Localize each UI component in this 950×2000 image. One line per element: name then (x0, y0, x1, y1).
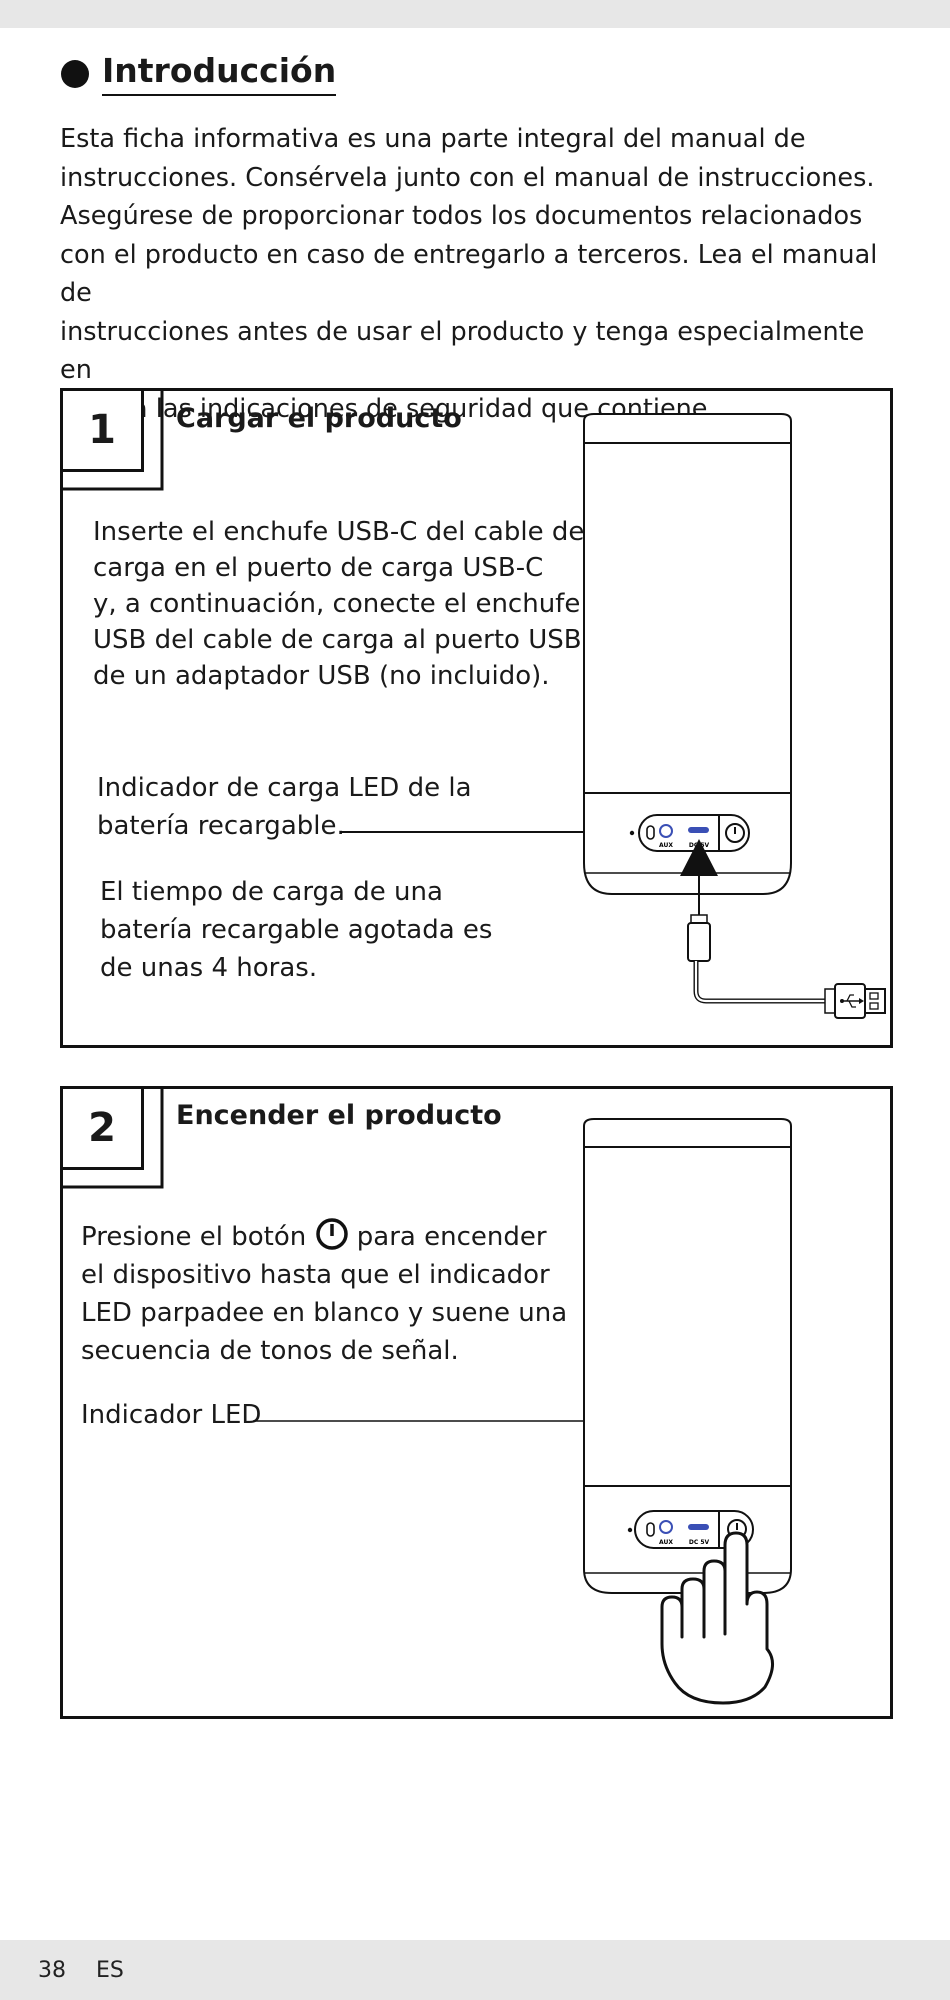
step-header-frame (63, 1089, 164, 1189)
port-aux-label: AUX (659, 842, 673, 849)
intro-line: instrucciones. Consérvela junto con el m… (60, 162, 875, 193)
usb-icon (840, 994, 864, 1008)
led-indicator-label: Indicador LED (81, 1400, 262, 1430)
speaker-power-illustration: AUX DC 5V (253, 1118, 792, 1705)
led-charge-label: Indicador de carga LED de la batería rec… (97, 773, 472, 841)
intro-line: Asegúrese de proporcionar todos los docu… (60, 201, 863, 231)
port-dc-label: DC 5V (689, 1539, 710, 1546)
intro-heading: Introducción (102, 50, 337, 96)
step-header-frame (63, 391, 164, 491)
instruction-line: y, a continuación, conecte el enchufe (93, 589, 581, 619)
top-bar (0, 0, 950, 28)
step-1-section: 1 Cargar el producto Inserte el enchufe … (60, 388, 893, 1048)
power-icon (725, 823, 745, 843)
port-aux-label: AUX (659, 1539, 673, 1546)
page-number: 38 (38, 1958, 66, 1983)
step-title: Encender el producto (176, 1100, 502, 1131)
page-footer: 38 ES (0, 1940, 950, 2000)
step-1-instructions: Inserte el enchufe USB-C del cable de ca… (93, 514, 613, 694)
charge-time-note: El tiempo de carga de una batería recarg… (100, 877, 493, 983)
instruction-line: Inserte el enchufe USB-C del cable de (93, 517, 585, 547)
instruction-line: USB del cable de carga al puerto USB (93, 625, 582, 655)
step-2-instructions: Presione el botón para encender el dispo… (81, 1217, 601, 1370)
speaker-charging-illustration: AUX DC 5V (340, 413, 886, 1019)
intro-paragraph: Esta ficha informativa es una parte inte… (60, 120, 890, 428)
step-title: Cargar el producto (176, 403, 462, 434)
intro-line: Esta ficha informativa es una parte inte… (60, 124, 806, 154)
language-code: ES (96, 1958, 124, 1983)
intro-line: con el producto en caso de entregarlo a … (60, 239, 878, 309)
intro-line: instrucciones antes de usar el producto … (60, 316, 865, 386)
power-icon (315, 1218, 348, 1250)
step-2-section: 2 Encender el producto Presione el botón… (60, 1086, 893, 1719)
hand-icon (660, 1531, 774, 1705)
step-number: 1 (60, 388, 144, 472)
bullet-dot (61, 60, 89, 88)
instruction-line: de un adaptador USB (no incluido). (93, 661, 550, 691)
step-number: 2 (60, 1086, 144, 1170)
instruction-line: carga en el puerto de carga USB-C (93, 553, 544, 583)
